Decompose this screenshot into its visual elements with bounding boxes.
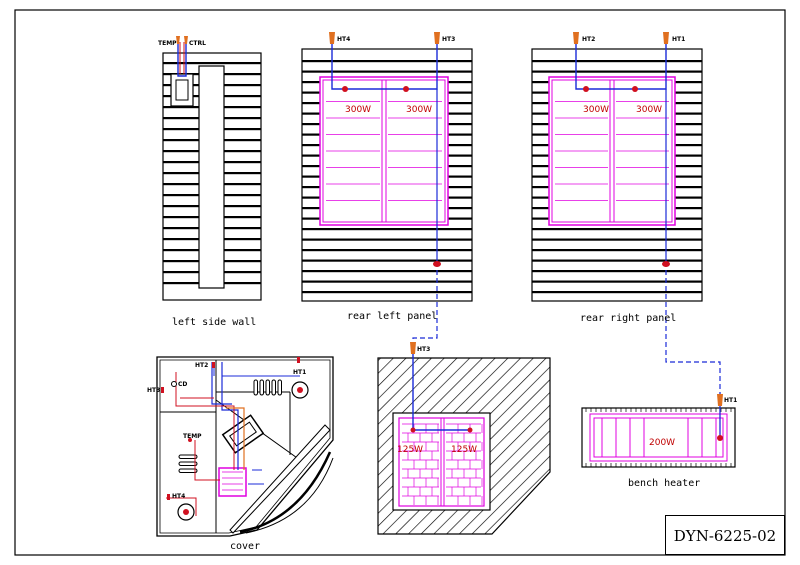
ht4-tag-cover: HT4 — [172, 493, 186, 500]
rear-left-300w-a: 300W — [345, 105, 372, 115]
ctrl-connector — [184, 36, 188, 44]
ht1-tag-cover: HT1 — [293, 369, 307, 376]
left-side-wall-label: left side wall — [172, 317, 257, 328]
rear-right-panel-label: rear right panel — [580, 313, 677, 324]
rear-right-300w-a: 300W — [583, 105, 610, 115]
rear-left-panel-label: rear left panel — [347, 311, 438, 322]
bench-heater-label: bench heater — [628, 478, 701, 489]
ht2-tag-cover: HT2 — [195, 362, 209, 369]
temp-connector — [176, 36, 180, 44]
ht4-tag-rear-left: HT4 — [337, 36, 351, 43]
temp-tag: TEMP — [158, 40, 177, 47]
bench-heater — [581, 392, 736, 468]
cover-plan — [156, 356, 334, 537]
control-box — [170, 73, 194, 107]
ht3-tag-rear-left: HT3 — [442, 36, 456, 43]
ht2-tag-rear-right: HT2 — [582, 36, 596, 43]
floor-125w-a: 125W — [397, 445, 424, 455]
temp-tag-cover: TEMP — [183, 433, 202, 440]
floor-125w-b: 125W — [451, 445, 478, 455]
ht1-tag-rear-right: HT1 — [672, 36, 686, 43]
left-side-wall — [162, 36, 262, 301]
cover-label: cover — [230, 541, 261, 552]
rear-right-panel — [531, 32, 721, 392]
rear-right-heater-pads — [548, 76, 676, 226]
rear-left-panel — [301, 32, 473, 352]
floor-heater-pads — [398, 417, 485, 507]
floor-panel — [377, 342, 551, 535]
bench-200w: 200W — [649, 438, 676, 448]
ht3-tag-cover: HT3 — [147, 387, 161, 394]
sheet-frame — [14, 9, 786, 556]
rear-left-300w-b: 300W — [406, 105, 433, 115]
ctrl-tag: CTRL — [189, 40, 206, 47]
rear-left-heater-pads — [319, 76, 449, 226]
cd-tag-cover: CD — [178, 381, 188, 388]
model-number-box: DYN-6225-02 — [665, 515, 785, 555]
rear-right-300w-b: 300W — [636, 105, 663, 115]
ht1-tag-bench: HT1 — [724, 397, 738, 404]
ht3-tag-floor: HT3 — [417, 346, 431, 353]
